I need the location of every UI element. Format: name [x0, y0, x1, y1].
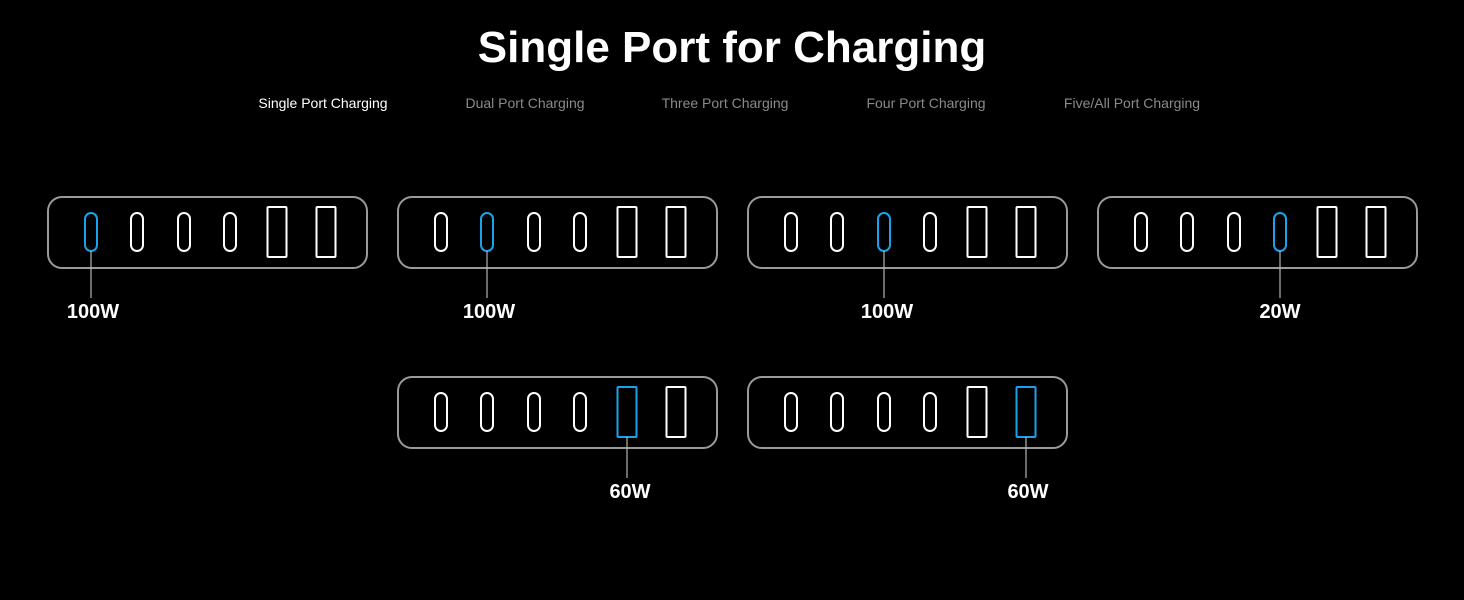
usb-c-port-icon [527, 212, 541, 252]
usb-c-port-icon [877, 392, 891, 432]
usb-a-port-icon [665, 386, 687, 438]
charger-graphic [47, 196, 368, 298]
charger-diagram-5 [397, 376, 718, 478]
usb-c-port-icon [527, 392, 541, 432]
usb-c-port-icon [784, 212, 798, 252]
charger-graphic [747, 376, 1068, 478]
usb-a-port-icon [266, 206, 288, 258]
usb-a-port-icon [315, 206, 337, 258]
charger-graphic [397, 196, 718, 298]
usb-a-port-icon [616, 386, 638, 438]
tab-four-port[interactable]: Four Port Charging [866, 95, 986, 111]
usb-c-port-icon [573, 212, 587, 252]
charger-body [47, 196, 368, 269]
usb-c-port-icon [480, 392, 494, 432]
usb-a-port-icon [616, 206, 638, 258]
tab-single-port[interactable]: Single Port Charging [258, 95, 388, 111]
wattage-label-1: 100W [66, 301, 120, 323]
charger-body [747, 196, 1068, 269]
port-mode-tabs: Single Port Charging Dual Port Charging … [0, 93, 1464, 113]
usb-c-port-icon [177, 212, 191, 252]
usb-c-port-icon [1134, 212, 1148, 252]
charger-diagram-4 [1097, 196, 1418, 298]
usb-c-port-icon [784, 392, 798, 432]
usb-c-port-icon [830, 212, 844, 252]
usb-c-port-icon [830, 392, 844, 432]
usb-c-port-icon [434, 212, 448, 252]
charger-diagram-3 [747, 196, 1068, 298]
charger-body [397, 376, 718, 449]
charger-graphic [397, 376, 718, 478]
usb-c-port-icon [923, 212, 937, 252]
usb-c-port-icon [1180, 212, 1194, 252]
charger-body [1097, 196, 1418, 269]
page-title: Single Port for Charging [477, 23, 987, 72]
wattage-label-6: 60W [1007, 481, 1049, 503]
charger-diagram-1 [47, 196, 368, 298]
usb-a-port-icon [966, 386, 988, 438]
wattage-label-5: 60W [609, 481, 651, 503]
usb-a-port-icon [1015, 386, 1037, 438]
charger-graphic [747, 196, 1068, 298]
tab-dual-port[interactable]: Dual Port Charging [465, 95, 585, 111]
usb-c-port-icon [1273, 212, 1287, 252]
wattage-label-2: 100W [462, 301, 516, 323]
tab-three-port[interactable]: Three Port Charging [661, 95, 789, 111]
usb-a-port-icon [1015, 206, 1037, 258]
usb-a-port-icon [665, 206, 687, 258]
charger-body [747, 376, 1068, 449]
usb-c-port-icon [130, 212, 144, 252]
usb-c-port-icon [223, 212, 237, 252]
wattage-label-4: 20W [1259, 301, 1301, 323]
charger-graphic [1097, 196, 1418, 298]
usb-a-port-icon [1365, 206, 1387, 258]
usb-c-port-icon [923, 392, 937, 432]
tab-five-all-port[interactable]: Five/All Port Charging [1063, 95, 1201, 111]
usb-c-port-icon [573, 392, 587, 432]
usb-c-port-icon [480, 212, 494, 252]
wattage-label-3: 100W [860, 301, 914, 323]
usb-c-port-icon [434, 392, 448, 432]
charger-diagram-2 [397, 196, 718, 298]
charger-body [397, 196, 718, 269]
usb-a-port-icon [966, 206, 988, 258]
usb-c-port-icon [877, 212, 891, 252]
charger-diagram-6 [747, 376, 1068, 478]
usb-c-port-icon [1227, 212, 1241, 252]
usb-c-port-icon [84, 212, 98, 252]
usb-a-port-icon [1316, 206, 1338, 258]
